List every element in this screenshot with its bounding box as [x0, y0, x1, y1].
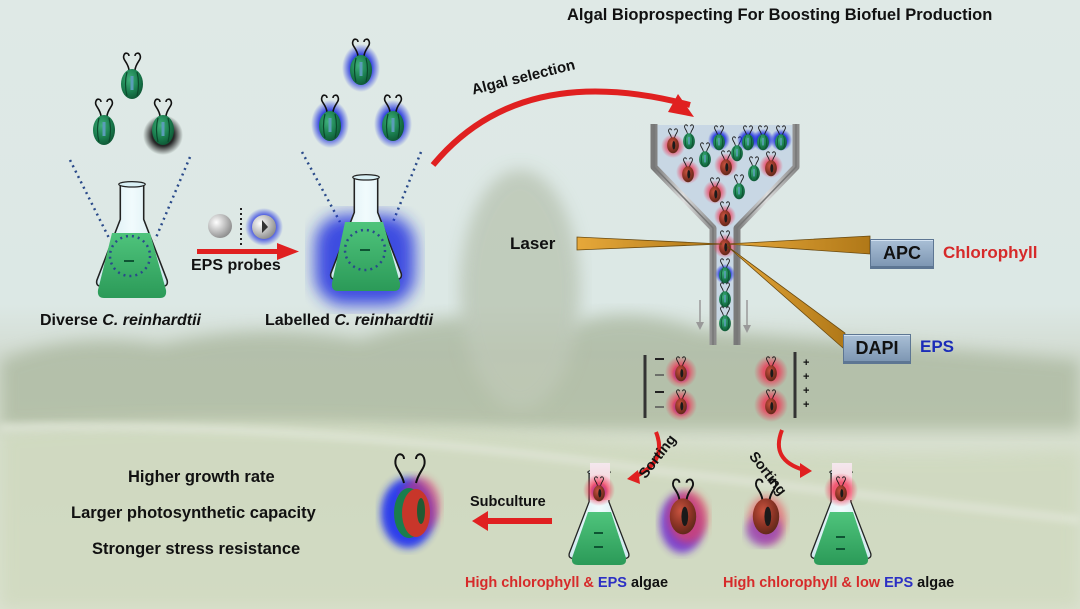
algae-cell-icon [92, 98, 116, 146]
subculture-arrow [472, 511, 552, 531]
algae-cell-icon [120, 52, 144, 100]
benefit-item: Larger photosynthetic capacity [71, 504, 316, 522]
apc-detector-badge: APC [870, 239, 934, 267]
algae-cell-icon [151, 98, 175, 146]
result-text-eps: EPS [884, 575, 914, 591]
result-text-chlorophyll: High chlorophyll & [465, 575, 598, 591]
laser-beam-dapi [726, 245, 846, 349]
laser-label: Laser [510, 234, 556, 253]
plus-sign: + [803, 357, 810, 369]
dapi-detector-badge: DAPI [843, 334, 911, 362]
improved-algae-cell [381, 453, 440, 548]
unlabelled-probe-sphere [208, 214, 232, 238]
plus-sign: + [803, 371, 810, 383]
result-text-chlorophyll: High chlorophyll & low [723, 575, 885, 591]
algal-selection-arrow [430, 88, 694, 167]
diverse-algae-group [68, 52, 192, 241]
labelled-algae-group [300, 38, 423, 223]
result-text-eps: EPS [597, 575, 627, 591]
result-label-high-eps: High chlorophyll & EPS algae [465, 575, 668, 591]
deflection-plates [643, 352, 797, 422]
left-arrow-icon [472, 511, 488, 531]
benefit-item: Stronger stress resistance [92, 540, 301, 558]
result-text-algae: algae [913, 575, 955, 591]
diverse-label-prefix: Diverse [40, 312, 98, 329]
eps-probes-label: EPS probes [191, 257, 281, 274]
sorted-cell-low-eps [746, 478, 786, 546]
diverse-label: Diverse C. reinhardtii [40, 312, 201, 330]
laser-beams [576, 235, 871, 349]
flask-diverse [95, 180, 169, 298]
sorted-cell-high-eps [660, 478, 708, 553]
arrow-head-icon [668, 94, 694, 117]
background-landscape [0, 170, 1080, 609]
labelled-label-species: C. reinhardtii [334, 312, 434, 329]
eps-label: EPS [920, 337, 955, 356]
diverse-label-species: C. reinhardtii [102, 312, 201, 329]
result-label-low-eps: High chlorophyll & low EPS algae [723, 575, 954, 591]
sorting-arrows [627, 429, 812, 484]
flask-high-chl-eps [568, 463, 630, 565]
right-arrow-icon [277, 243, 299, 260]
plus-sign: + [803, 385, 810, 397]
labelled-label: Labelled C. reinhardtii [265, 312, 433, 330]
flask-high-chl-low-eps [810, 463, 872, 565]
result-text-algae: algae [626, 575, 669, 591]
eps-probe-illustration [197, 208, 299, 260]
positive-charges: + + + + [803, 356, 809, 412]
subculture-label: Subculture [470, 494, 546, 510]
chlorophyll-label: Chlorophyll [943, 243, 1038, 262]
benefit-item: Higher growth rate [128, 468, 275, 486]
flow-cytometer-funnel [650, 124, 800, 345]
flask-labelled [315, 173, 415, 305]
labelled-label-prefix: Labelled [265, 312, 330, 329]
laser-beam-in [576, 236, 723, 251]
laser-beam-apc [726, 235, 871, 255]
page-title: Algal Bioprospecting For Boosting Biofue… [567, 6, 993, 24]
plus-sign: + [803, 399, 810, 411]
